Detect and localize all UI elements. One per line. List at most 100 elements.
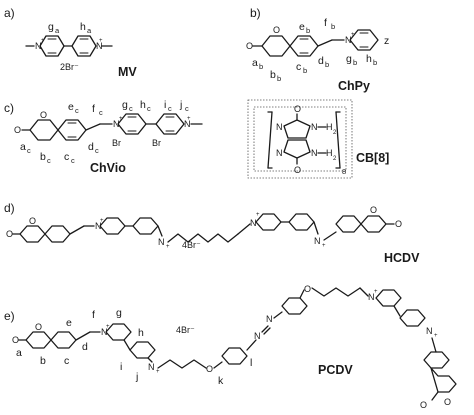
chpy-label-c: c	[296, 61, 301, 73]
chpy-label-g: g	[346, 53, 352, 65]
panel-e-label: e)	[4, 309, 15, 323]
chvio-charge-left: +	[119, 116, 123, 122]
hcdv-charge-3: +	[256, 212, 260, 218]
cb8-nitrogen-4: N	[311, 148, 318, 158]
pcdv-oxygen-ring-right: O	[444, 397, 451, 407]
chvio-label-h-sub: c	[147, 104, 151, 113]
hcdv-nitrogen-4: N	[314, 236, 321, 246]
panel-d-label: d)	[4, 201, 15, 215]
pcdv-oxygen-ether-left: O	[206, 364, 213, 374]
pcdv-oxygen-carbonyl-right: O	[420, 400, 427, 410]
pcdv-oxygen-ring-left: O	[35, 322, 42, 332]
mv-charge-right: +	[99, 38, 103, 44]
hcdv-oxygen-carbonyl-right: O	[395, 219, 402, 229]
chvio-label-i: i	[164, 99, 166, 111]
panel-e: e) O O N + N + O N N	[4, 284, 457, 410]
pcdv-label-b: b	[40, 355, 46, 367]
pcdv-oxygen-carbonyl-left: O	[12, 335, 19, 345]
panel-b: b) O O N + e b f b a b b b c b d	[246, 6, 389, 93]
pcdv-nitrogen-3: N	[368, 292, 375, 302]
chvio-label-b-sub: c	[47, 156, 51, 165]
mv-structure: N + N + g a h a 2Br⁻	[25, 21, 113, 72]
pcdv-label-c: c	[64, 355, 69, 367]
cb8-nitrogen-3: N	[276, 148, 283, 158]
chpy-nitrogen: N	[345, 35, 352, 45]
chvio-label-c-sub: c	[71, 156, 75, 165]
chvio-label-f: f	[92, 103, 95, 115]
pcdv-charge-1: +	[106, 324, 110, 330]
hcdv-oxygen-carbonyl-left: O	[6, 229, 13, 239]
pcdv-label-l: l	[250, 357, 252, 369]
pcdv-charge-2: +	[156, 369, 160, 375]
pcdv-oxygen-ether-right: O	[304, 284, 311, 294]
chpy-structure: O O N + e b f b a b b b c b d b g	[246, 17, 389, 83]
chpy-label-b: b	[270, 69, 276, 81]
chvio-label-a-sub: c	[27, 146, 31, 155]
pcdv-label-j: j	[135, 371, 138, 383]
hcdv-name: HCDV	[384, 251, 420, 265]
chvio-label-e: e	[68, 101, 74, 113]
pcdv-nitrogen-4: N	[426, 326, 433, 336]
chvio-label-j-sub: c	[185, 104, 189, 113]
hcdv-charge-1: +	[100, 218, 104, 224]
cb8-nitrogen-1: N	[276, 122, 283, 132]
pcdv-counterion: 4Br⁻	[176, 325, 195, 335]
panel-c: c) O O N + N + e c f c g	[4, 99, 203, 175]
chvio-name: ChVio	[90, 161, 126, 175]
chpy-label-h: h	[366, 53, 372, 65]
pcdv-nitrogen-azo-2: N	[266, 314, 273, 324]
chvio-label-c: c	[64, 151, 69, 163]
chpy-label-c-sub: b	[303, 66, 307, 75]
pcdv-name: PCDV	[318, 363, 353, 377]
chpy-label-f: f	[324, 17, 327, 29]
pcdv-structure: O O N + N + O N N O	[12, 284, 457, 410]
cb8-nitrogen-2: N	[311, 122, 318, 132]
mv-counterion: 2Br⁻	[60, 62, 79, 72]
chpy-label-g-sub: b	[353, 58, 357, 67]
chpy-name: ChPy	[338, 79, 370, 93]
chvio-label-a: a	[20, 141, 26, 153]
cb8-oxygen-top: O	[294, 104, 301, 114]
chpy-label-f-sub: b	[331, 22, 335, 31]
chpy-label-d: d	[318, 55, 324, 67]
pcdv-label-h: h	[138, 327, 144, 339]
chpy-label-e: e	[299, 21, 305, 33]
chvio-label-e-sub: c	[75, 106, 79, 115]
chpy-oxygen-carbonyl: O	[246, 41, 253, 51]
chpy-label-a-sub: b	[259, 62, 263, 71]
pcdv-nitrogen-azo-1: N	[254, 331, 261, 341]
panel-a: a) N + N + g a h a 2Br⁻ MV	[4, 6, 137, 79]
hcdv-nitrogen-2: N	[158, 237, 165, 247]
hcdv-counterion: 4Br⁻	[182, 240, 201, 250]
chvio-structure: O O N + N + e c f c g c	[14, 99, 203, 165]
chvio-label-j: j	[179, 99, 182, 111]
chvio-charge-right: +	[187, 116, 191, 122]
chvio-nitrogen-right: N	[184, 119, 191, 129]
chvio-label-b: b	[40, 151, 46, 163]
pcdv-label-d: d	[82, 341, 88, 353]
chvio-label-h: h	[140, 99, 146, 111]
hcdv-charge-4: +	[322, 243, 326, 249]
panel-d: d) O O N + N + 4Br⁻ N + N +	[4, 201, 420, 265]
chvio-bromide-1: Br	[112, 138, 121, 148]
chpy-label-z: z	[384, 35, 389, 47]
mv-nitrogen-right: N	[96, 41, 103, 51]
chpy-label-b-sub: b	[277, 74, 281, 83]
chvio-label-f-sub: c	[99, 108, 103, 117]
hcdv-structure: O O N + N + 4Br⁻ N + N +	[6, 205, 402, 250]
mv-label-g-sub: a	[55, 26, 60, 35]
chvio-label-g: g	[122, 99, 128, 111]
cb8-hydrogen-top: H	[326, 122, 333, 132]
chpy-oxygen-ring: O	[273, 25, 280, 35]
mv-label-h: h	[80, 21, 86, 33]
pcdv-label-i: i	[120, 361, 122, 373]
mv-name: MV	[118, 65, 137, 79]
pcdv-nitrogen-2: N	[148, 362, 155, 372]
panel-c-label: c)	[4, 101, 14, 115]
pcdv-label-f: f	[92, 309, 95, 321]
chpy-label-e-sub: b	[306, 26, 310, 35]
pcdv-label-k: k	[218, 375, 224, 387]
chvio-label-g-sub: c	[129, 104, 133, 113]
pcdv-label-a: a	[16, 347, 22, 359]
